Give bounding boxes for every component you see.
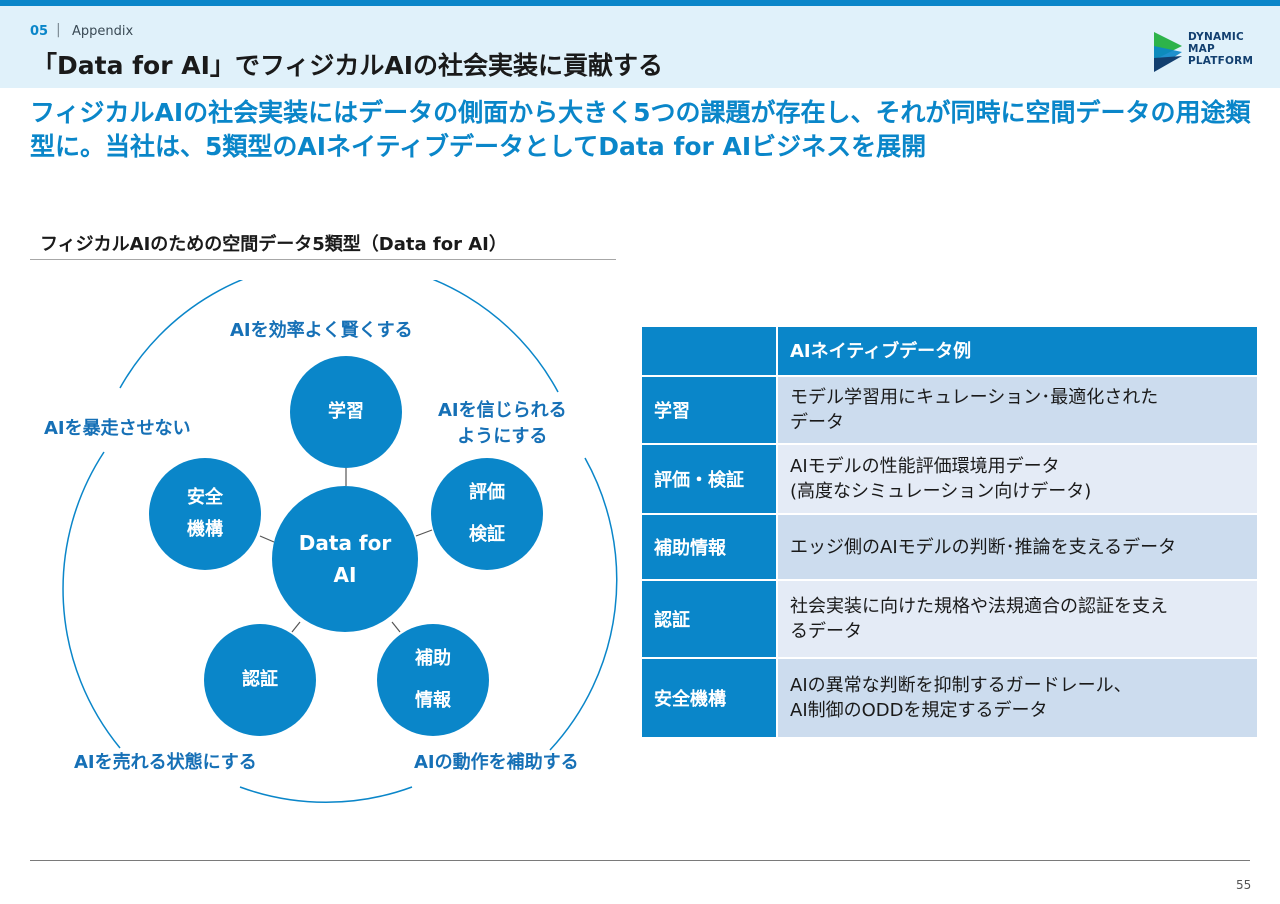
label-efficient: AIを効率よく賢くする bbox=[230, 320, 413, 341]
table-row-value-line: データ bbox=[790, 412, 844, 433]
table-row: 認証 社会実装に向けた規格や法規適合の認証を支え るデータ bbox=[642, 581, 1257, 657]
table-row-value: AIモデルの性能評価環境用データ (高度なシミュレーション向けデータ) bbox=[778, 445, 1257, 513]
table-row-value-line: AIの異常な判断を抑制するガードレール、 bbox=[790, 675, 1132, 696]
label-trustworthy-line-2: ようにする bbox=[457, 426, 548, 447]
table-row: 安全機構 AIの異常な判断を抑制するガードレール、 AI制御のODDを規定するデ… bbox=[642, 659, 1257, 737]
company-logo: DYNAMIC MAP PLATFORM bbox=[1152, 28, 1262, 78]
node-learning: 学習 bbox=[290, 356, 402, 468]
diagram-arcs-and-connectors bbox=[62, 280, 618, 804]
node-center-line-1: Data for bbox=[298, 531, 392, 555]
table-header-value-cell: AIネイティブデータ例 bbox=[778, 327, 1257, 375]
table-row-key: 安全機構 bbox=[642, 659, 776, 737]
table-row-value: 社会実装に向けた規格や法規適合の認証を支え るデータ bbox=[778, 581, 1257, 657]
table-row-value-line: モデル学習用にキュレーション･最適化された bbox=[790, 387, 1159, 408]
lead-text: フィジカルAIの社会実装にはデータの側面から大きく5つの課題が存在し、それが同時… bbox=[30, 98, 1251, 161]
node-safety-line-1: 安全 bbox=[187, 487, 223, 508]
logo-line-2: MAP bbox=[1188, 43, 1215, 55]
node-evaluation-line-1: 評価 bbox=[469, 482, 505, 503]
table-row-key: 認証 bbox=[642, 581, 776, 657]
label-no-runaway: AIを暴走させない bbox=[44, 418, 191, 439]
label-assist-operation: AIの動作を補助する bbox=[414, 752, 579, 773]
node-learning-text: 学習 bbox=[328, 401, 364, 422]
diagram-title-rule bbox=[30, 259, 616, 260]
page-number: 55 bbox=[1236, 878, 1252, 892]
node-assist-line-2: 情報 bbox=[415, 690, 451, 711]
slide-header: 05 | Appendix 「Data for AI」でフィジカルAIの社会実装… bbox=[0, 6, 1280, 88]
node-assist: 補助 情報 bbox=[377, 624, 489, 736]
table-row: 評価・検証 AIモデルの性能評価環境用データ (高度なシミュレーション向けデータ… bbox=[642, 445, 1257, 513]
node-evaluation: 評価 検証 bbox=[431, 458, 543, 570]
table-row: 学習 モデル学習用にキュレーション･最適化された データ bbox=[642, 377, 1257, 443]
table-row-value: モデル学習用にキュレーション･最適化された データ bbox=[778, 377, 1257, 443]
top-accent-bar bbox=[0, 0, 1280, 6]
logo-line-3: PLATFORM bbox=[1188, 55, 1254, 67]
table-row-value: AIの異常な判断を抑制するガードレール、 AI制御のODDを規定するデータ bbox=[778, 659, 1257, 737]
connector-assist bbox=[391, 621, 401, 633]
outer-arc-left bbox=[62, 451, 121, 749]
connector-evaluation bbox=[415, 529, 433, 537]
node-certification-text: 認証 bbox=[242, 669, 278, 690]
table-row-value-line: AI制御のODDを規定するデータ bbox=[790, 700, 1048, 721]
table-row-key: 評価・検証 bbox=[642, 445, 776, 513]
table-row-value-line: AIモデルの性能評価環境用データ bbox=[790, 456, 1060, 477]
node-center-data-for-ai: Data for AI bbox=[272, 486, 418, 632]
section-number: 05 bbox=[30, 24, 49, 39]
outer-arc-right bbox=[549, 457, 618, 751]
table-row-value-line: 社会実装に向けた規格や法規適合の認証を支え bbox=[790, 596, 1168, 617]
table-row: 補助情報 エッジ側のAIモデルの判断･推論を支えるデータ bbox=[642, 515, 1257, 579]
table-row-key: 補助情報 bbox=[642, 515, 776, 579]
label-trustworthy-line-1: AIを信じられる bbox=[438, 400, 567, 421]
table-header-key-cell bbox=[642, 327, 776, 375]
node-center-line-2: AI bbox=[333, 563, 357, 587]
outer-arc-bottom bbox=[239, 786, 413, 804]
section-separator: | bbox=[56, 22, 61, 38]
logo-text: DYNAMIC MAP PLATFORM bbox=[1188, 31, 1253, 67]
label-sellable: AIを売れる状態にする bbox=[74, 752, 257, 773]
data-for-ai-diagram: AIを効率よく賢くする AIを信じられる ようにする AIを暴走させない AIを… bbox=[30, 280, 630, 820]
table-row-value-line: (高度なシミュレーション向けデータ) bbox=[790, 481, 1092, 502]
page-title: 「Data for AI」でフィジカルAIの社会実装に貢献する bbox=[32, 51, 664, 80]
table-row-value-line: エッジ側のAIモデルの判断･推論を支えるデータ bbox=[790, 536, 1177, 558]
connector-safety bbox=[259, 535, 275, 543]
diagram-title: フィジカルAIのための空間データ5類型（Data for AI） bbox=[40, 234, 507, 255]
footer-rule bbox=[30, 860, 1250, 861]
label-trustworthy: AIを信じられる ようにする bbox=[438, 398, 567, 450]
table-row-key: 学習 bbox=[642, 377, 776, 443]
outer-arc-top bbox=[119, 280, 559, 393]
table-row-value-line: るデータ bbox=[790, 621, 862, 642]
logo-mark-icon bbox=[1154, 32, 1182, 72]
node-certification: 認証 bbox=[204, 624, 316, 736]
section-name: Appendix bbox=[72, 24, 134, 39]
node-assist-line-1: 補助 bbox=[415, 648, 451, 669]
table-row-value: エッジ側のAIモデルの判断･推論を支えるデータ bbox=[778, 515, 1257, 579]
connector-certification bbox=[291, 621, 301, 633]
node-safety: 安全 機構 bbox=[149, 458, 261, 570]
node-evaluation-line-2: 検証 bbox=[469, 524, 505, 545]
logo-line-1: DYNAMIC bbox=[1188, 31, 1244, 43]
node-safety-line-2: 機構 bbox=[187, 519, 223, 540]
table-header-row: AIネイティブデータ例 bbox=[642, 327, 1257, 375]
